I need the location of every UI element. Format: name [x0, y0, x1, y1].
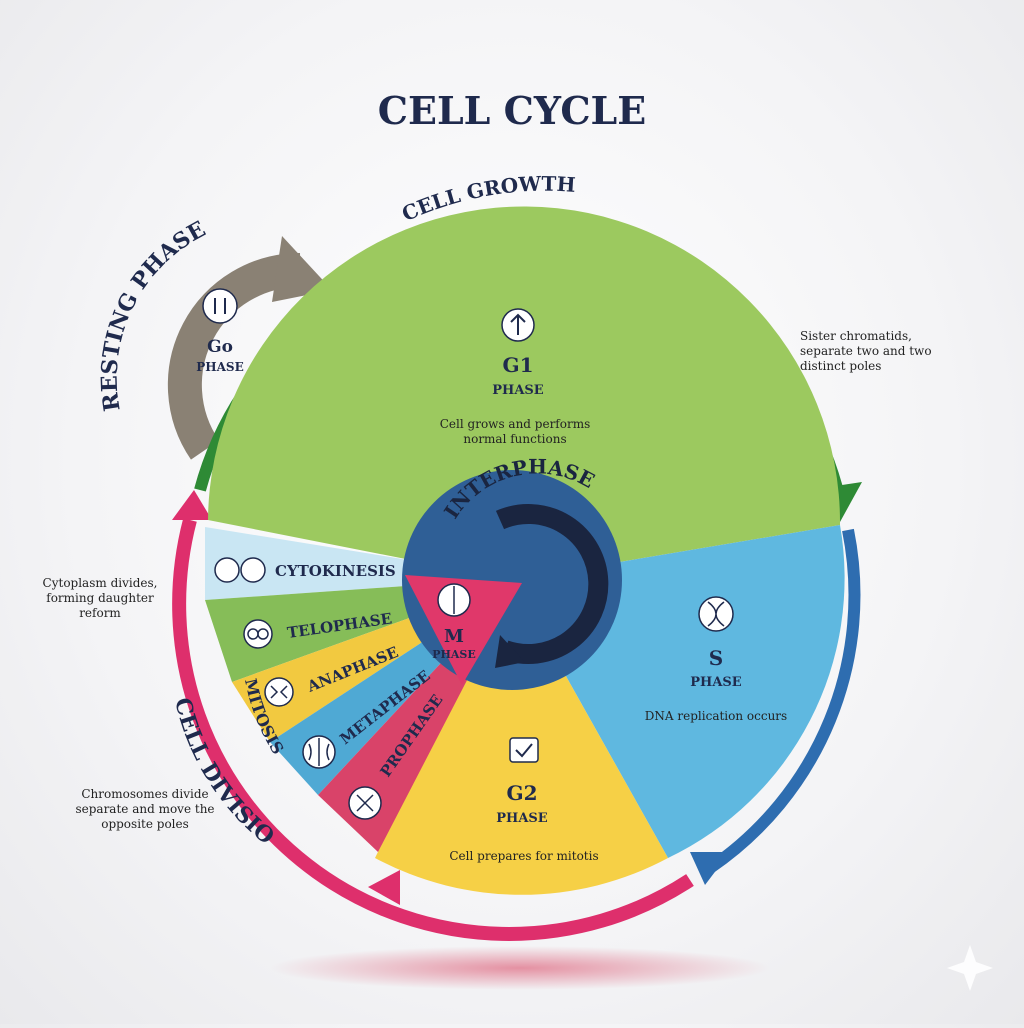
sparkle-icon — [947, 945, 993, 991]
sister-note-line2: separate two and two — [800, 344, 932, 358]
sister-note-line3: distinct poles — [800, 359, 881, 373]
go-phase-sub: PHASE — [196, 360, 243, 374]
chromo-note-line2: separate and move the — [75, 802, 214, 816]
wheel-shadow — [270, 946, 770, 990]
cyto-note-line2: forming daughter — [46, 591, 154, 605]
telophase-icon — [243, 619, 273, 649]
sister-note-line1: Sister chromatids, — [800, 329, 912, 343]
g1-name: G1 — [503, 353, 534, 377]
metaphase-icon — [302, 735, 336, 769]
s-sub: PHASE — [690, 675, 742, 690]
anaphase-icon — [264, 677, 294, 707]
g2-name: G2 — [507, 781, 538, 805]
cyto-note-line1: Cytoplasm divides, — [43, 576, 158, 590]
cytokinesis-icon — [214, 557, 266, 583]
cell-division-arrow — [172, 518, 694, 941]
s-desc: DNA replication occurs — [645, 709, 787, 723]
s-phase-arrowhead — [690, 852, 730, 885]
s-phase-arrow — [706, 528, 861, 873]
g2-exit-arrowhead — [368, 870, 400, 905]
g1-sub: PHASE — [492, 383, 544, 398]
g1-desc-line1: Cell grows and performs — [440, 417, 591, 431]
cyto-note-line3: reform — [79, 606, 121, 620]
page-title: CELL CYCLE — [378, 88, 647, 133]
prophase-icon — [348, 786, 382, 820]
g1-desc-line2: normal functions — [463, 432, 566, 446]
cell-division-arrowhead — [172, 490, 212, 520]
g2-desc: Cell prepares for mitotis — [449, 849, 598, 863]
s-name: S — [709, 646, 723, 670]
interphase-swirl — [495, 504, 609, 664]
chromo-note-line1: Chromosomes divide — [81, 787, 208, 801]
go-phase-name: Go — [207, 337, 233, 357]
g2-sub: PHASE — [496, 811, 548, 826]
m-phase-sub: PHASE — [432, 648, 476, 661]
checklist-icon — [509, 737, 539, 763]
chromo-note-line3: opposite poles — [101, 817, 189, 831]
pause-icon — [202, 288, 238, 324]
m-phase-wedge — [405, 575, 522, 685]
m-phase-name: M — [444, 626, 464, 647]
cytokinesis-label: CYTOKINESIS — [275, 562, 396, 580]
g1-sector — [208, 206, 841, 580]
